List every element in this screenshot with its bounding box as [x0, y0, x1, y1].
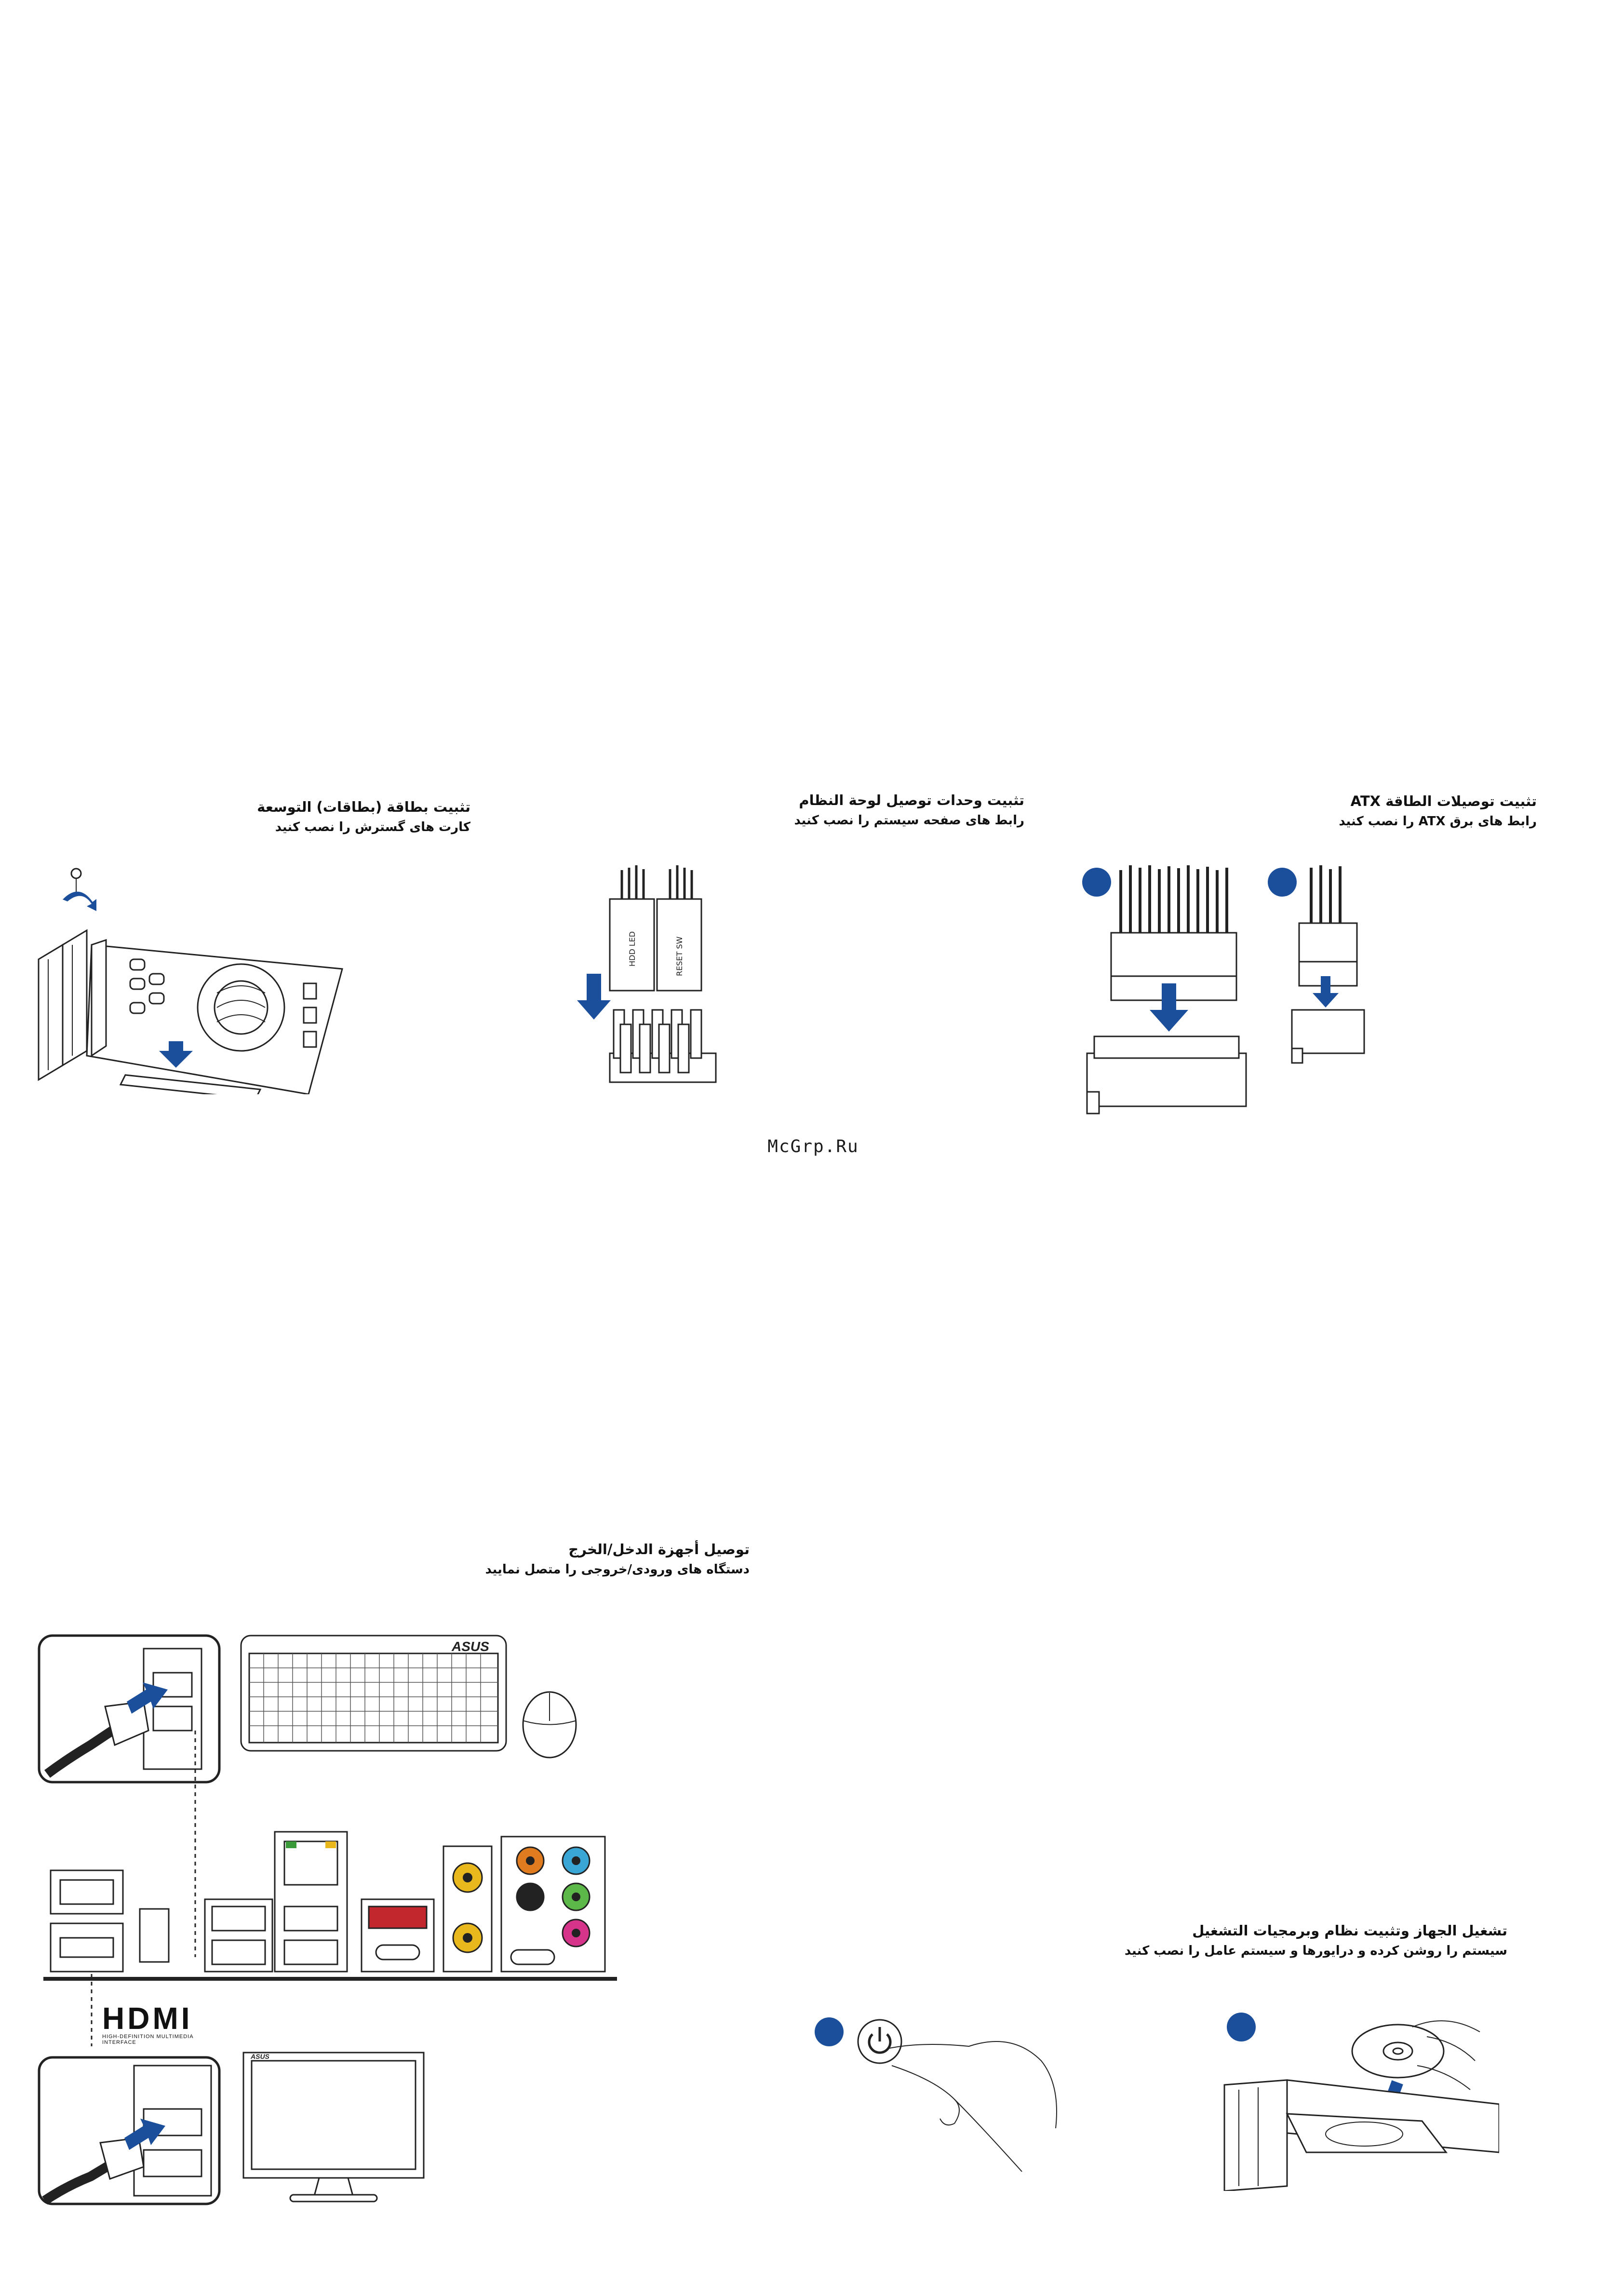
coax-ports: [443, 1845, 493, 1973]
disc-icon: [1351, 2024, 1445, 2079]
monitor-brand: ASUS: [250, 2053, 270, 2060]
graphics-card: [86, 939, 343, 1094]
step-a-badge: [815, 2017, 844, 2046]
power-button-illustration: [810, 2013, 1070, 2176]
step-a-badge: [1082, 868, 1111, 897]
expansion-card-heading: تثبيت بطاقة (بطاقات) التوسعة کارت های گس…: [257, 796, 470, 837]
keyboard-brand: ASUS: [451, 1639, 489, 1654]
right-arrow-icon: [124, 2119, 165, 2150]
io-devices-title-fa: دستگاه های ورودی/خروجی را متصل نمایید: [485, 1562, 750, 1577]
hand: [1412, 2020, 1480, 2090]
system-panel-heading: تثبيت وحدات توصيل لوحة النظام رابط های ص…: [794, 790, 1024, 830]
reset-sw-connector: [656, 898, 702, 992]
pcie-slot: [119, 1074, 262, 1094]
expansion-card-title-fa: کارت های گسترش را نصب کنید: [275, 820, 470, 834]
atx-power-title-fa: رابط های برق ATX را نصب کنید: [1339, 814, 1537, 829]
hdmi-logo: HDMI HIGH-DEFINITION MULTIMEDIA INTERFAC…: [102, 2003, 218, 2045]
usb-connection-zoom: [38, 1634, 221, 1784]
reset-sw-label: RESET SW: [675, 936, 684, 976]
step-b-badge: [1268, 868, 1297, 897]
watermark: McGrp.Ru: [767, 1137, 859, 1156]
system-panel-illustration: HDD LED RESET SW: [576, 865, 725, 1092]
down-arrow-icon: [1150, 983, 1188, 1032]
screw-icon: [70, 868, 82, 892]
lan-usb-stack: [274, 1831, 348, 1973]
chassis-bracket: [38, 929, 88, 1081]
rotate-arrow-icon: [63, 891, 96, 911]
hand-finger: [886, 2041, 1057, 2172]
hdmi-connection-zoom: [38, 2056, 221, 2205]
atx-8pin-illustration: [1265, 865, 1391, 1068]
power-on-heading: تشغيل الجهاز وتثبيت نظام وبرمجيات التشغي…: [1125, 1920, 1507, 1960]
down-arrow-icon: [159, 1041, 193, 1068]
usb-red-typec-stack: [361, 1898, 435, 1973]
io-devices-heading: توصيل أجهزة الدخل/الخرج دستگاه های ورودی…: [485, 1539, 750, 1579]
system-panel-title-fa: رابط های صفحه سیستم را نصب کنید: [794, 813, 1024, 828]
monitor-illustration: ASUS: [242, 2051, 425, 2205]
keyboard-illustration: ASUS: [240, 1634, 508, 1752]
down-arrow-icon: [577, 974, 611, 1020]
step-b-badge: [1227, 2013, 1256, 2041]
keyboard-keys: [249, 1653, 498, 1743]
atx-24pin-socket: [1086, 1035, 1247, 1114]
panel-wires: [620, 865, 693, 899]
atx-power-title-ar: تثبيت توصيلات الطاقة ATX: [1350, 793, 1537, 809]
atx-24pin-illustration: [1082, 865, 1256, 1116]
eps-cable: [1298, 865, 1358, 987]
atx-cable: [1110, 865, 1237, 1001]
right-arrow-icon: [127, 1682, 168, 1714]
expansion-card-illustration: [34, 863, 352, 1094]
audio-jacks: [500, 1836, 606, 1973]
optical-drive: [1223, 2079, 1499, 2191]
displayport-port: [50, 1869, 124, 1915]
power-on-title-ar: تشغيل الجهاز وتثبيت نظام وبرمجيات التشغي…: [1192, 1922, 1507, 1939]
io-devices-title-ar: توصيل أجهزة الدخل/الخرج: [568, 1541, 750, 1558]
hdd-led-label: HDD LED: [628, 931, 637, 967]
pin-header: [609, 1009, 717, 1083]
hdmi-port: [50, 1922, 124, 1973]
hdmi-tagline: HIGH-DEFINITION MULTIMEDIA INTERFACE: [102, 2034, 193, 2045]
usb-port-vertical: [139, 1908, 170, 1963]
optical-drive-illustration: [1220, 2008, 1499, 2191]
usb-dotted-guide: [188, 1731, 202, 1962]
system-panel-title-ar: تثبيت وحدات توصيل لوحة النظام: [799, 792, 1024, 808]
hdmi-logo-text: HDMI: [102, 2001, 193, 2036]
eps-8pin-socket: [1291, 1009, 1365, 1064]
down-arrow-icon: [1313, 976, 1339, 1007]
hdd-led-connector: [609, 898, 655, 992]
expansion-card-title-ar: تثبيت بطاقة (بطاقات) التوسعة: [257, 799, 470, 815]
mouse-illustration: [518, 1687, 581, 1759]
rear-io-panel: [43, 1817, 617, 1981]
power-on-title-fa: سیستم را روشن کرده و درایورها و سیستم عا…: [1124, 1944, 1507, 1958]
power-icon: [868, 2027, 892, 2054]
usb-stack-1: [204, 1898, 273, 1973]
atx-power-heading: تثبيت توصيلات الطاقة ATX رابط های برق AT…: [1339, 791, 1537, 831]
hdmi-dotted-guide: [84, 1974, 99, 2051]
